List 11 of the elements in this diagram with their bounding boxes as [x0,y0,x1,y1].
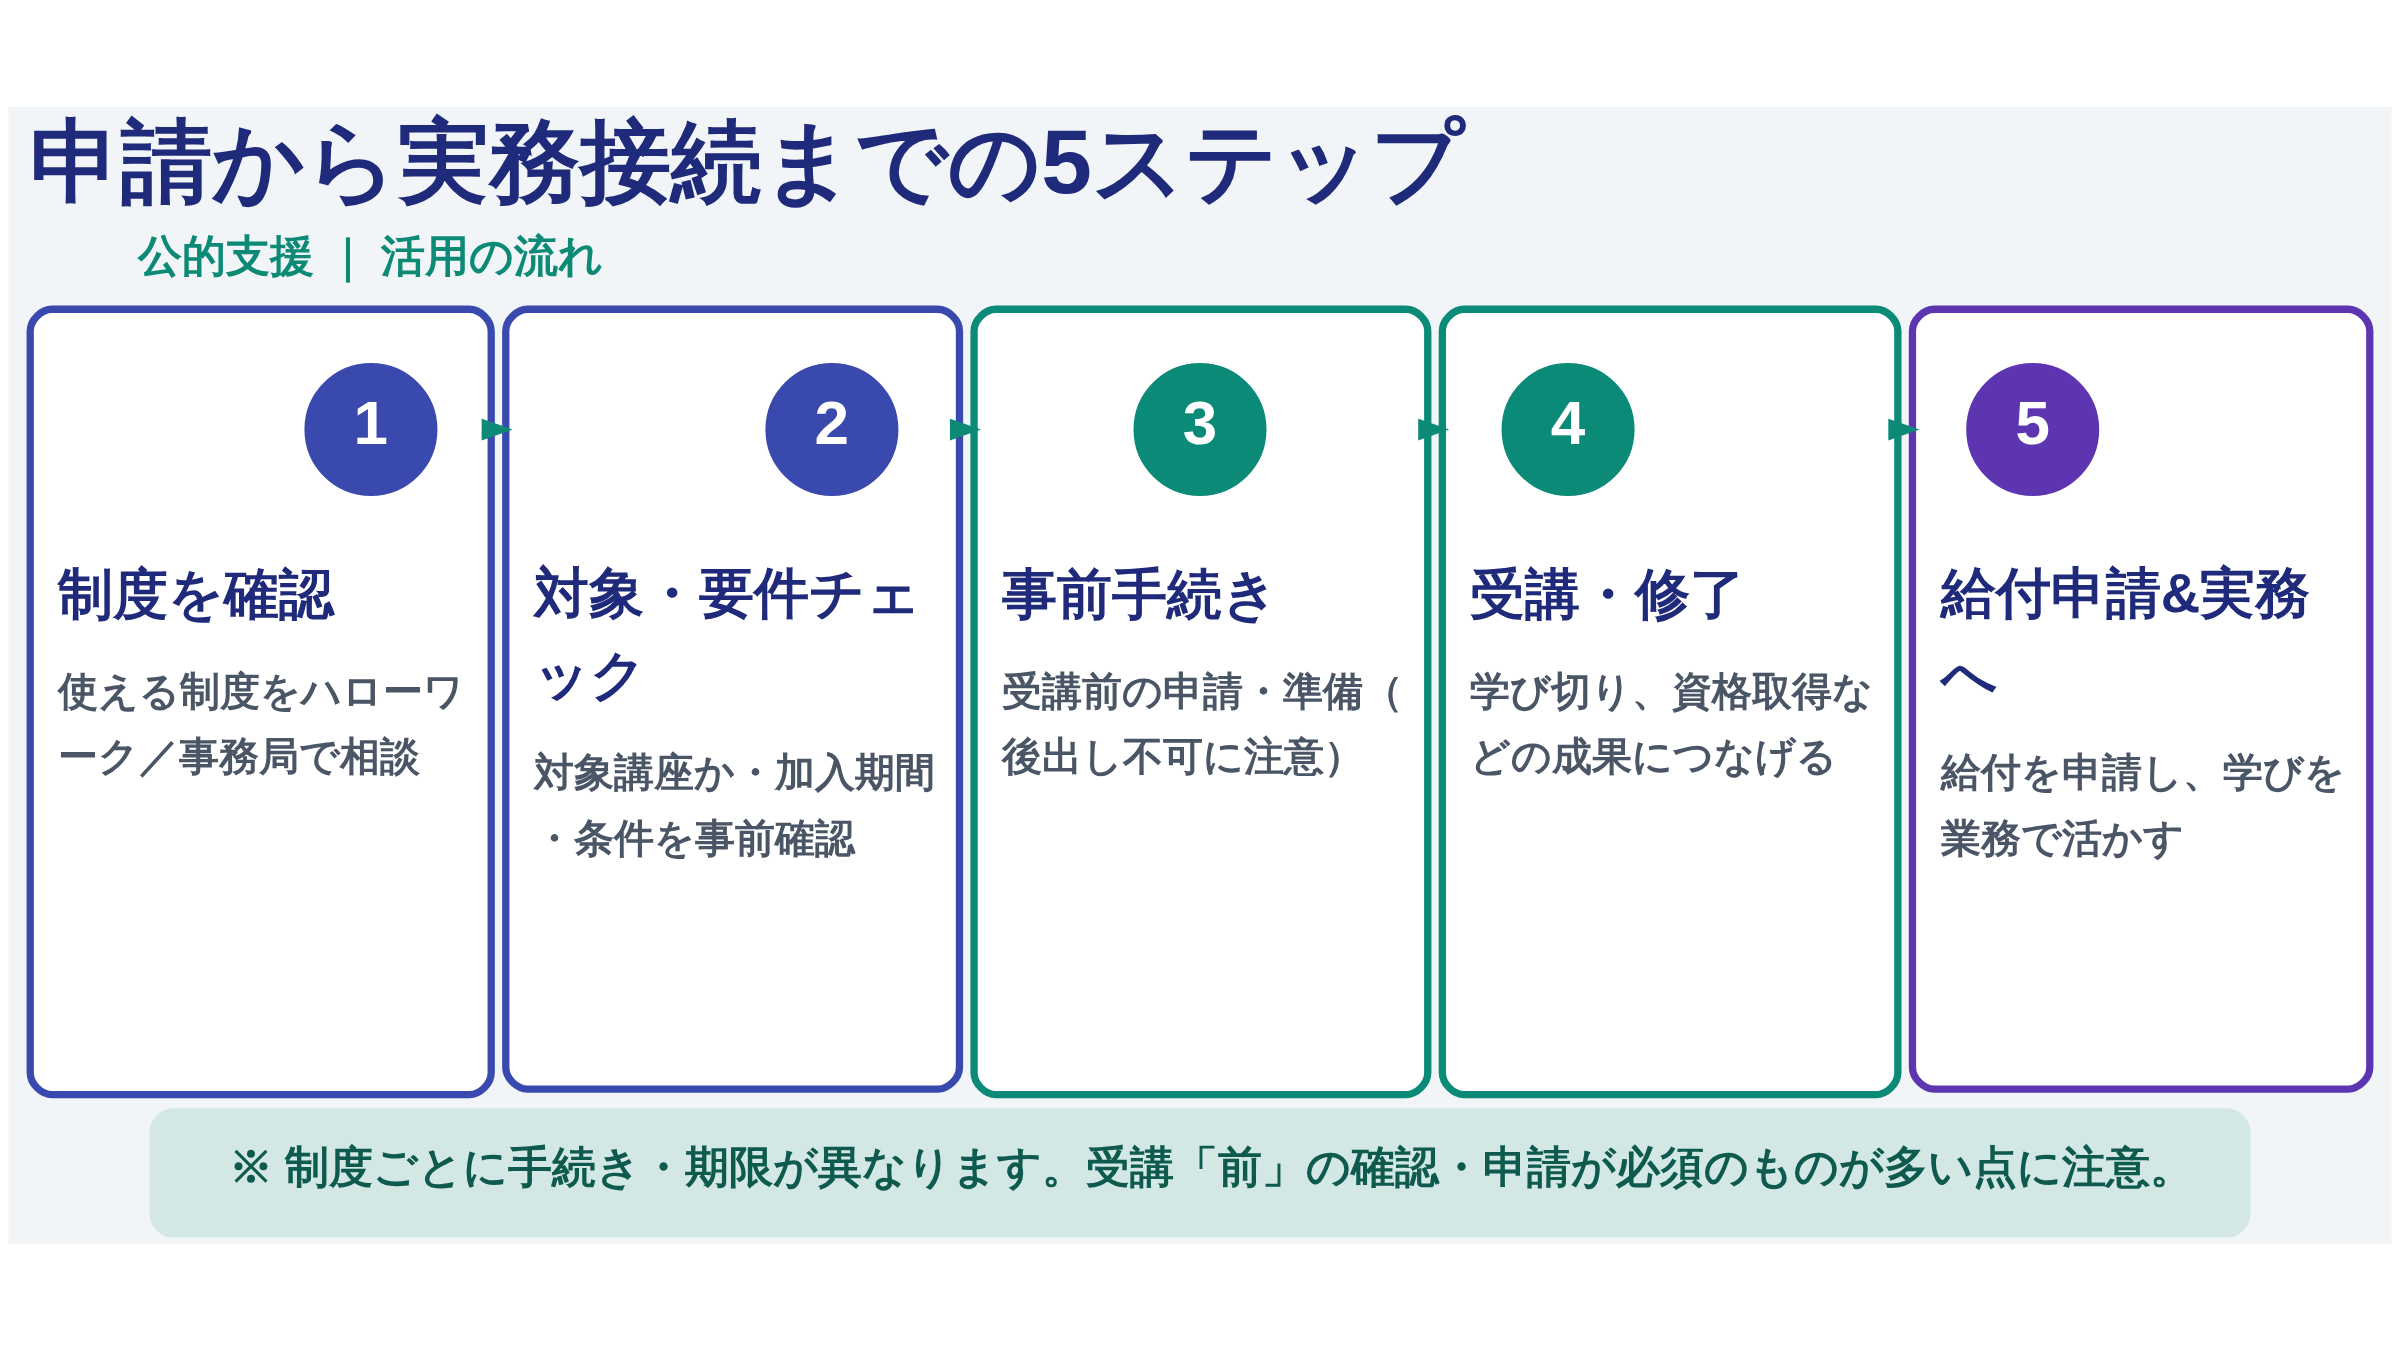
node-circle: 1 [304,362,438,496]
diagram-title: 申請から実務接続までの5ステップ [30,110,1464,212]
arrow [949,418,981,440]
node-circle: 2 [765,362,899,496]
node-circle: 5 [1966,362,2100,496]
node-circle: 3 [1133,362,1267,496]
node-box: ※ 制度ごとに手続き・期限が異なります。受講「前」の確認・申請が必須のものが多い点に注意。 [149,1107,2251,1238]
arrow [481,418,513,440]
node-circle: 4 [1501,362,1635,496]
arrow [1418,418,1450,440]
arrow [1888,418,1920,440]
